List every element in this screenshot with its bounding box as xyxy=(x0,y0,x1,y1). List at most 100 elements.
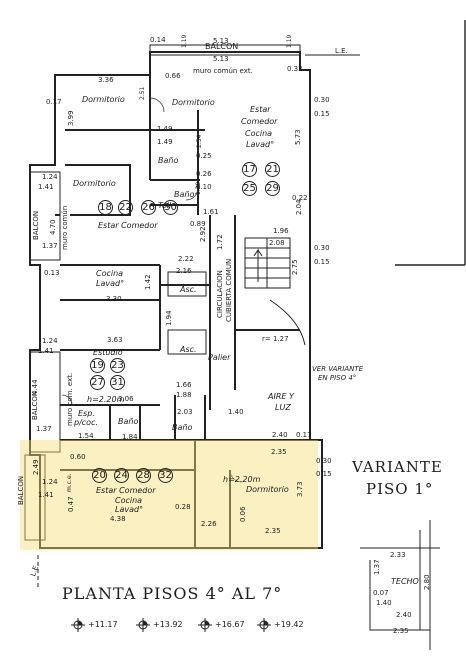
dim: 1.54 xyxy=(78,432,94,440)
unit-number: 21 xyxy=(265,162,280,177)
dim: 0.22 xyxy=(292,194,308,202)
bano-d: Baño xyxy=(172,423,193,432)
mcomun-label: m.c.e. xyxy=(66,473,73,492)
door-arc-1 xyxy=(149,97,165,113)
dim: 1.41 xyxy=(38,347,54,355)
dim: 2.92 xyxy=(199,226,207,242)
dim: 2.40 xyxy=(272,431,288,439)
dim: 0.30 xyxy=(314,96,330,104)
unit-number: 31 xyxy=(110,375,125,390)
unit-number: 22 xyxy=(118,200,133,215)
dim: 1.61 xyxy=(203,208,219,216)
unit-number: 20 xyxy=(92,468,107,483)
dim: 1.88 xyxy=(176,391,192,399)
dim: 2.33 xyxy=(390,551,406,559)
unit-number: 27 xyxy=(90,375,105,390)
unit-number: 32 xyxy=(158,468,173,483)
dim: 2.35 xyxy=(265,527,281,535)
palier: Palier xyxy=(208,353,231,362)
dim: 1.84 xyxy=(122,433,138,441)
dim: 0.15 xyxy=(314,110,330,118)
dim: 1.41 xyxy=(38,491,54,499)
dim: 2.16 xyxy=(176,267,192,275)
stair-treads xyxy=(245,238,290,288)
dim: 2.26 xyxy=(201,520,217,528)
circulacion-line-2: CUBIERTA COMUN xyxy=(225,258,233,322)
dim: 0.07 xyxy=(373,589,389,597)
stair-curve xyxy=(269,299,306,346)
dim: 1.37 xyxy=(373,559,381,575)
unit-number: 30 xyxy=(163,200,178,215)
page-title: PLANTA PISOS 4° AL 7° xyxy=(62,584,283,603)
asc-b: Asc. xyxy=(180,345,197,354)
dormitorio-a: Dormitorio xyxy=(82,95,125,104)
aire-luz-1: AIRE Y xyxy=(268,392,294,401)
level-label-1: +11.17 xyxy=(88,620,118,629)
unit-number: 17 xyxy=(242,162,257,177)
variant-title-2: PISO 1° xyxy=(366,480,434,498)
balcon-top-label: BALCON xyxy=(205,42,239,51)
balcony-mid xyxy=(29,351,61,453)
dim: 1.49 xyxy=(157,125,173,133)
elevator-b xyxy=(167,329,207,355)
aire-luz-2: LUZ xyxy=(275,403,291,412)
dim: 4.70 xyxy=(49,219,57,235)
estar-line-3: Cocina xyxy=(245,129,273,138)
bano-c: Baño xyxy=(118,417,139,426)
dormitorio-b: Dormitorio xyxy=(172,98,215,107)
le-top: L.E. xyxy=(335,47,348,55)
bano-b: Baño xyxy=(174,190,195,199)
dim: 0.89 xyxy=(190,220,206,228)
dim: 0.30 xyxy=(314,244,330,252)
estar-bottom-1: Estar Comedor xyxy=(96,486,156,495)
muro-left-label: muro común xyxy=(61,205,69,250)
dim: 2.40 xyxy=(396,611,412,619)
variant-title-1: VARIANTE xyxy=(352,458,443,476)
dim: 0.28 xyxy=(175,503,191,511)
estar-line-1: Estar xyxy=(250,105,271,114)
level-mark-3 xyxy=(198,618,212,632)
level-label-4: +19.42 xyxy=(274,620,304,629)
dim: 0.15 xyxy=(314,258,330,266)
dormitorio-c: Dormitorio xyxy=(73,179,116,188)
cocina-line-2: Lavad° xyxy=(96,279,125,288)
unit-number: 18 xyxy=(98,200,113,215)
dormitorio-bottom: Dormitorio xyxy=(246,485,289,494)
dim: 1.42 xyxy=(144,274,152,290)
dim: 5.13 xyxy=(213,55,229,63)
dim: 2.54 xyxy=(196,134,203,148)
dim: 0.32 xyxy=(287,65,303,73)
muro-mid-label: muro com. ext. xyxy=(66,372,74,426)
radius-label: r= 1.27 xyxy=(262,335,289,343)
level-label-2: +13.92 xyxy=(153,620,183,629)
variant-note-2: EN PISO 4° xyxy=(318,374,357,382)
dim: 0.60 xyxy=(70,453,86,461)
elevator-a xyxy=(167,271,207,297)
stair-arrow xyxy=(253,248,263,282)
door-arc-3 xyxy=(61,394,73,406)
variant-note-1: VER VARIANTE xyxy=(312,365,364,373)
door-arc-2 xyxy=(185,187,199,201)
dim: 2.08 xyxy=(269,239,285,247)
dim: 3.30 xyxy=(106,295,122,303)
dim: 1.66 xyxy=(176,381,192,389)
estar-bottom-3: Lavad° xyxy=(115,505,144,514)
dim: 0.26 xyxy=(196,170,212,178)
dim: 0.13 xyxy=(44,269,60,277)
balcon-mid-label: BALCON xyxy=(31,390,39,420)
dim: 4.44 xyxy=(31,379,39,395)
cocina-line-1: Cocina xyxy=(96,269,124,278)
unit-number: 23 xyxy=(110,358,125,373)
balcon-left-label: BALCON xyxy=(32,210,40,240)
dim: 3.06 xyxy=(118,395,134,403)
asc-a: Asc. xyxy=(180,285,197,294)
level-mark-4 xyxy=(257,618,271,632)
dim: 3.99 xyxy=(67,110,75,126)
techo-label: TECHO xyxy=(391,577,419,586)
dim: 1.40 xyxy=(376,599,392,607)
dim: 1.19 xyxy=(286,34,293,48)
unit-number: 29 xyxy=(265,181,280,196)
interior-walls xyxy=(55,75,310,548)
dim: 1.19 xyxy=(181,34,188,48)
dim: 0.47 xyxy=(67,496,75,512)
